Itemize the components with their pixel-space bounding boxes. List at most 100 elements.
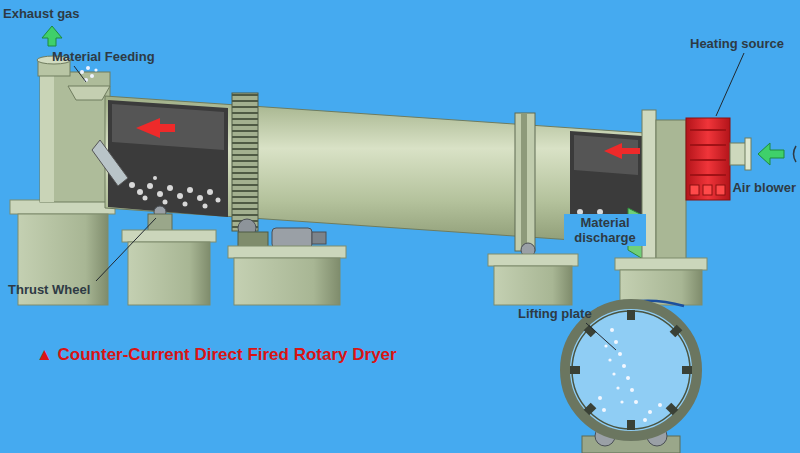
burner [794,146,797,162]
burner [758,143,784,165]
supports [122,206,578,305]
drum-cross-section [643,418,647,422]
drum [207,189,213,195]
leader-line [96,218,156,281]
drum-cross-section [666,403,679,416]
left-housing [10,26,115,305]
drum [92,93,660,262]
supports [494,266,572,305]
drum-cross-section [565,301,697,453]
drum-cross-section [572,311,690,429]
drum [604,143,640,159]
drum-cross-section [610,328,614,332]
drum [187,187,193,193]
burner [690,144,726,146]
left-housing [40,72,54,202]
left-housing [68,86,110,100]
drum [574,135,638,175]
drum-cross-section [570,310,692,430]
drum [108,100,228,217]
drum-cross-section [612,372,615,375]
callout-label: Thrust Wheel [8,282,90,297]
drum-cross-section [602,408,606,412]
drum [521,113,527,251]
drum [137,189,143,195]
drum-cross-section [614,340,618,344]
burner [690,174,726,176]
drum [232,93,258,231]
supports [272,228,312,248]
drum [197,195,203,201]
drum-cross-section [627,310,635,320]
leader-line [74,66,86,82]
drum-cross-section [570,366,580,374]
drum [203,204,208,209]
drum [183,202,188,207]
drum-cross-section [616,386,619,389]
callout-label: Air blower [732,180,796,195]
burner [690,185,725,195]
drum [92,140,128,186]
drum-cross-section [608,358,611,361]
drum [136,118,175,138]
left-housing [42,26,62,46]
supports [228,246,346,258]
burner [615,110,796,305]
left-housing [40,72,110,202]
supports [488,254,578,266]
burner [615,258,707,270]
burner [730,143,746,165]
drum-cross-section [584,403,597,416]
drum [163,200,168,205]
callout-label: Exhaust gas [3,6,80,21]
drum-cross-section [626,376,630,380]
burner [656,120,686,260]
left-housing [94,68,97,71]
leader-line [74,53,744,350]
left-housing [80,70,84,74]
burner [703,185,712,195]
drum-cross-section [565,304,697,436]
burner [745,138,751,170]
drum [216,198,221,203]
drum-cross-section [630,388,634,392]
leader-line [716,53,744,116]
burner [716,185,725,195]
drum-cross-section [634,400,638,404]
drum-cross-section [627,420,635,430]
caption: ▲ Counter-Current Direct Fired Rotary Dr… [36,345,397,365]
drum [129,176,221,209]
callout-label: Lifting plate [518,306,592,321]
callout-label: Heating source [690,36,784,51]
drum [177,193,183,199]
supports [128,242,210,305]
drum [153,176,157,180]
drum [157,191,163,197]
drum [105,96,660,246]
drum-cross-section [670,325,683,338]
burner [690,159,726,161]
drum [167,185,173,191]
left-housing [90,74,94,78]
drum-cross-section [598,396,602,400]
drum [129,182,135,188]
drum-cross-section [648,410,652,414]
callout-label: Material Feeding [52,49,155,64]
left-housing [86,66,90,70]
supports [312,232,326,244]
leader-line [586,323,616,350]
burner [690,129,726,131]
supports [122,230,216,242]
drum [147,183,153,189]
drum-cross-section [604,344,607,347]
drum [112,104,224,150]
drum [515,113,535,251]
drum-cross-section [622,364,626,368]
supports [234,258,340,305]
callout-label: Material discharge [564,214,646,246]
drum-cross-section [658,403,662,407]
burner [690,185,699,195]
drum-cross-section [618,352,622,356]
